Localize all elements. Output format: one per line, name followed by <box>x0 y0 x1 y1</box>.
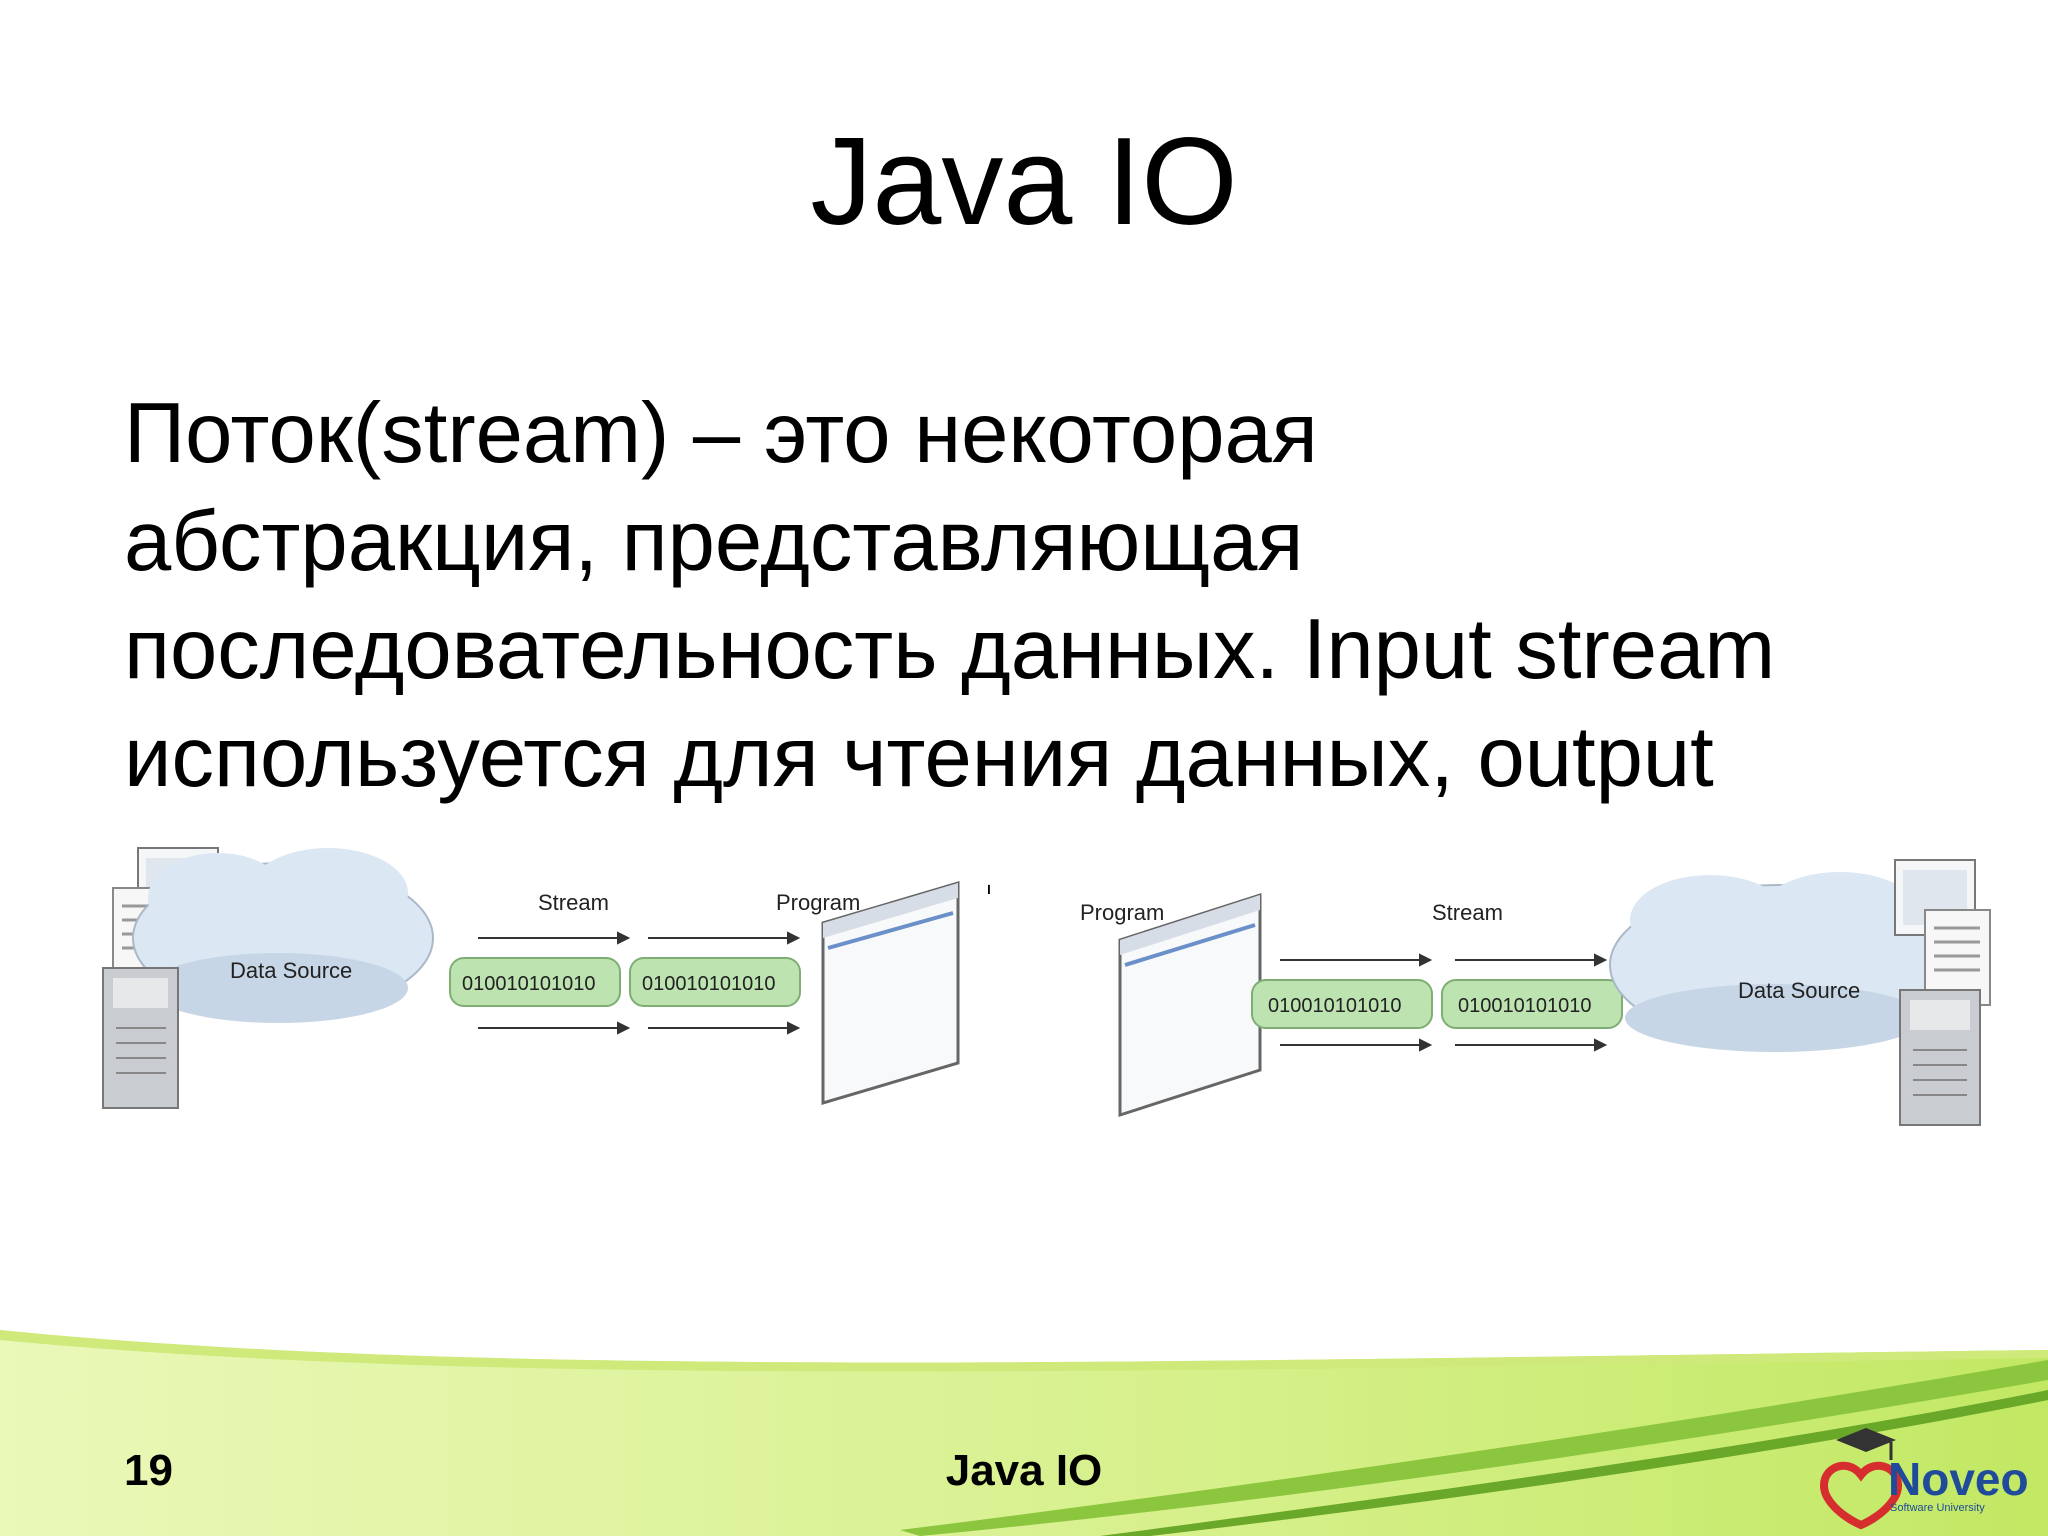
bit-box: 010010101010 <box>629 957 801 1007</box>
input-stream-diagram: Data Source Stream Program 010010101010 … <box>88 828 988 1128</box>
body-line: абстракция, представляющая <box>124 494 1304 589</box>
stream-arrows <box>1280 953 1608 1052</box>
stream-label: Stream <box>1432 900 1503 925</box>
slide-title: Java IO <box>810 113 1238 251</box>
bit-box: 010010101010 <box>1441 979 1623 1029</box>
bit-box: 010010101010 <box>1251 979 1433 1029</box>
server-icon <box>1899 989 1981 1126</box>
logo-subtext: Software University <box>1890 1502 1985 1514</box>
noveo-logo-icon <box>1820 1428 1902 1530</box>
program-label: Program <box>776 890 860 915</box>
data-source-label: Data Source <box>230 958 352 983</box>
bit-sequence: 010010101010 <box>1268 995 1401 1017</box>
page-number: 19 <box>124 1446 173 1495</box>
logo-text: Noveo <box>1888 1453 2029 1505</box>
bit-box: 010010101010 <box>449 957 621 1007</box>
stream-label: Stream <box>538 890 609 915</box>
footer-title: Java IO <box>945 1446 1103 1495</box>
body-line: используется для чтения данных, output <box>124 710 1714 805</box>
data-source-cloud-icon <box>1609 872 1951 1052</box>
body-line: Поток(stream) – это некоторая <box>124 386 1318 481</box>
bit-sequence: 010010101010 <box>1458 995 1591 1017</box>
program-window-icon <box>821 880 960 1106</box>
body-line: последовательность данных. Input stream <box>124 602 1776 697</box>
bit-sequence: 010010101010 <box>642 973 775 995</box>
data-source-cloud-icon <box>132 848 434 1023</box>
program-window-icon <box>1118 892 1262 1118</box>
program-label: Program <box>1080 900 1164 925</box>
stream-arrows <box>478 931 801 1035</box>
output-stream-svg: Program Stream 010010101010 010010101010 <box>1080 859 1991 1126</box>
data-source-label: Data Source <box>1738 978 1860 1003</box>
server-icon <box>102 967 179 1109</box>
footer-green-band <box>0 1330 2048 1536</box>
input-stream-svg: Data Source Stream Program 010010101010 … <box>102 847 960 1109</box>
bit-sequence: 010010101010 <box>462 973 595 995</box>
output-stream-diagram: Program Stream 010010101010 010010101010 <box>1070 840 2010 1140</box>
